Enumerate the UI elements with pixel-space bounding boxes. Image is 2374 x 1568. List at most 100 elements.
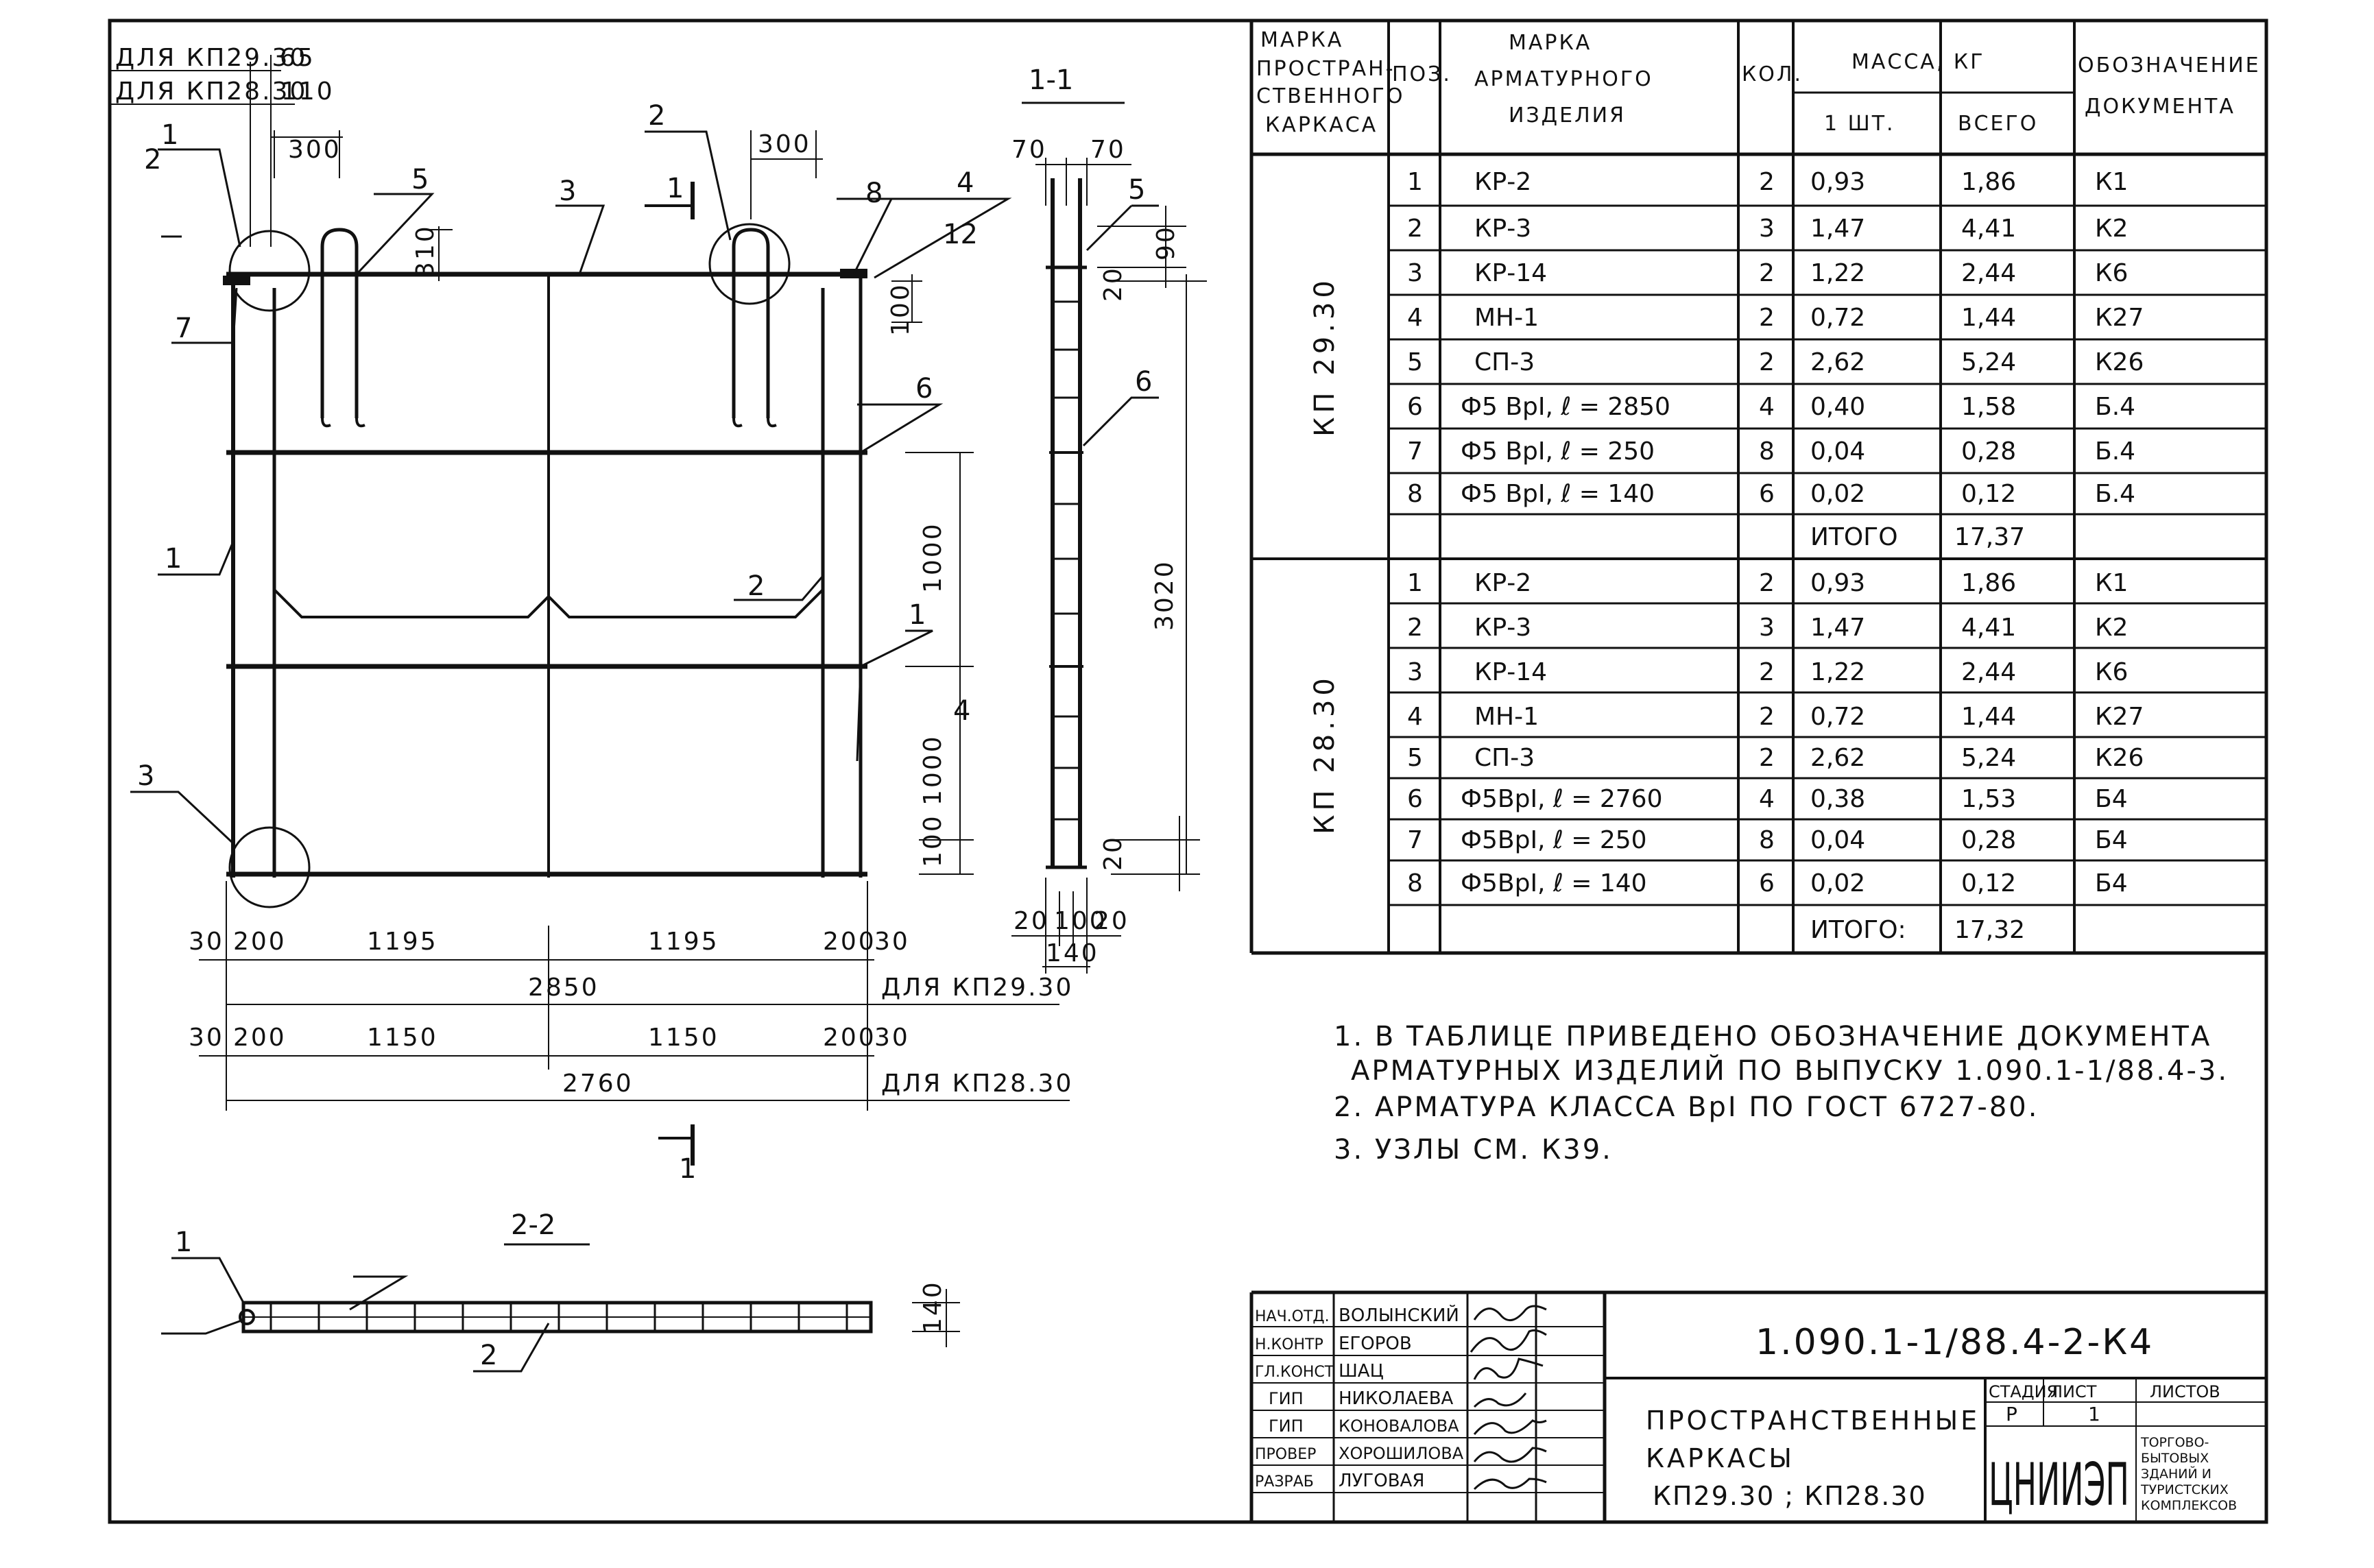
table-row: 6 Ф5 ВрI, ℓ = 2850 4 0,40 1,58 Б.4 (1407, 393, 2135, 421)
cell-doc: Б4 (2095, 826, 2128, 854)
sheet-value: 1 (2088, 1403, 2100, 1425)
cell-mass-all: 5,24 (1961, 744, 2016, 772)
cut-mark-bottom: 1 (679, 1153, 696, 1185)
table-group-kp2930: 1 КР-2 2 0,93 1,86 К1 2 КР-3 3 1,47 4,41… (1407, 168, 2144, 551)
dim-70: 70 (1011, 136, 1047, 164)
cell-kol: 4 (1759, 785, 1775, 813)
position-label: 8 (865, 178, 883, 209)
cell-doc: К1 (2095, 569, 2128, 597)
table-row: 6 Ф5ВрI, ℓ = 2760 4 0,38 1,53 Б4 (1407, 785, 2128, 813)
specification-table-grid (1249, 21, 2266, 955)
section-title-1-1: 1-1 (1029, 64, 1073, 96)
dim-20: 20 (1099, 835, 1127, 871)
sheet-label: ЛИСТ (2050, 1382, 2097, 1401)
person-name: КОНОВАЛОВА (1339, 1416, 1459, 1436)
cell-poz: 2 (1407, 614, 1423, 642)
cell-doc: К26 (2095, 348, 2144, 376)
role: ГИП (1269, 1389, 1304, 1408)
dim-140: 140 (919, 1280, 947, 1334)
dim-310: 310 (411, 224, 440, 278)
dim-label-kp2830: ДЛЯ КП28.30 (881, 1070, 1073, 1098)
person-name: ХОРОШИЛОВА (1339, 1444, 1464, 1463)
cell-kol: 6 (1759, 480, 1775, 508)
cell-kol: 2 (1759, 259, 1775, 287)
person-name: ШАЦ (1339, 1361, 1384, 1382)
table-row: 7 Ф5 ВрI, ℓ = 250 8 0,04 0,28 Б.4 (1407, 437, 2135, 466)
signature-lugovaya (1473, 1477, 1547, 1491)
role: ГЛ.КОНСТ (1255, 1364, 1334, 1381)
person-name: НИКОЛАЕВА (1339, 1388, 1454, 1409)
cell-kol: 2 (1759, 168, 1775, 196)
title-block-grid (1249, 1290, 2266, 1522)
cell-doc: Б.4 (2095, 393, 2135, 421)
table-row: 5 СП-3 2 2,62 5,24 К26 (1407, 348, 2144, 376)
sheets-label: ЛИСТОВ (2150, 1382, 2220, 1401)
header-oboz-line: ОБОЗНАЧЕНИЕ (2078, 53, 2261, 77)
table-group-kp2830: 1 КР-2 2 0,93 1,86 К1 2 КР-3 3 1,47 4,41… (1407, 569, 2144, 944)
dim-30: 30 (189, 1024, 224, 1052)
table-row: 8 Ф5 ВрI, ℓ = 140 6 0,02 0,12 Б.4 (1407, 480, 2135, 508)
cell-kol: 4 (1759, 393, 1775, 421)
dim-30: 30 (874, 1024, 910, 1052)
position-label: 6 (915, 373, 933, 405)
position-label: 1 (165, 543, 182, 575)
role: Н.КОНТР (1255, 1336, 1323, 1353)
position-label: 2 (747, 570, 765, 602)
table-row: 4 МН-1 2 0,72 1,44 К27 (1407, 703, 2144, 731)
cell-mark: СП-3 (1474, 348, 1535, 376)
header-marka-prostr-line: ПРОСТРАН- (1256, 57, 1395, 81)
dim-20: 20 (1094, 907, 1129, 935)
cell-mass-all: 1,53 (1961, 785, 2016, 813)
dim-20: 20 (1014, 907, 1049, 935)
cell-mass-all: 0,12 (1961, 869, 2016, 897)
cell-poz: 7 (1407, 437, 1423, 466)
dim-70: 70 (1090, 136, 1126, 164)
table-header: МАРКА ПРОСТРАН- СТВЕННОГО КАРКАСА ПОЗ. М… (1256, 28, 2261, 137)
dim-1000: 1000 (919, 734, 947, 806)
cell-doc: Б.4 (2095, 437, 2135, 466)
header-massa-1: 1 ШТ. (1824, 112, 1895, 136)
cell-mass-one: 0,40 (1810, 393, 1865, 421)
cell-poz: 3 (1407, 259, 1423, 287)
position-label: 1 (175, 1227, 192, 1258)
table-total-row: ИТОГО: 17,32 (1810, 916, 2025, 944)
header-oboz-line: ДОКУМЕНТА (2085, 95, 2235, 119)
title-line: КАРКАСЫ (1646, 1443, 1795, 1473)
header-massa-all: ВСЕГО (1958, 112, 2038, 136)
cell-mark: Ф5 ВрI, ℓ = 2850 (1461, 393, 1670, 421)
cell-mark: МН-1 (1474, 304, 1539, 332)
table-row: 5 СП-3 2 2,62 5,24 К26 (1407, 744, 2144, 772)
total-label: ИТОГО (1810, 523, 1898, 551)
cell-poz: 1 (1407, 569, 1423, 597)
cell-poz: 2 (1407, 215, 1423, 243)
cell-mass-all: 0,12 (1961, 480, 2016, 508)
table-row: 1 КР-2 2 0,93 1,86 К1 (1407, 168, 2128, 196)
dim-total-2850: 2850 (528, 974, 599, 1002)
dim-note-kp2930: ДЛЯ КП29.30 (115, 44, 307, 72)
group-name-kp2830: КП 28.30 (1309, 674, 1341, 834)
cell-doc: Б4 (2095, 869, 2128, 897)
position-label: 6 (1135, 366, 1152, 398)
cell-kol: 2 (1759, 348, 1775, 376)
role: РАЗРАБ (1255, 1473, 1314, 1491)
total-label: ИТОГО: (1810, 916, 1906, 944)
cell-mass-one: 0,93 (1810, 569, 1865, 597)
cell-mass-all: 0,28 (1961, 826, 2016, 854)
cell-poz: 5 (1407, 348, 1423, 376)
title-line: КП29.30 ; КП28.30 (1653, 1481, 1927, 1511)
dim-140: 140 (1046, 939, 1099, 967)
sheet-frame (108, 19, 2268, 1524)
dim-30: 30 (189, 928, 224, 956)
dim-100: 100 (887, 282, 915, 336)
dim-200: 200 (823, 928, 876, 956)
note-line: 2. АРМАТУРА КЛАССА ВрI ПО ГОСТ 6727-80. (1334, 1091, 2039, 1123)
note-line: 1. В ТАБЛИЦЕ ПРИВЕДЕНО ОБОЗНАЧЕНИЕ ДОКУМ… (1334, 1021, 2211, 1052)
position-label: 3 (137, 760, 154, 792)
stage-label: СТАДИЯ (1989, 1382, 2058, 1401)
cell-mark: КР-14 (1474, 259, 1547, 287)
cell-kol: 2 (1759, 703, 1775, 731)
cell-mass-all: 1,86 (1961, 168, 2016, 196)
section-title-2-2: 2-2 (511, 1209, 555, 1241)
position-label: 1 (909, 599, 926, 631)
